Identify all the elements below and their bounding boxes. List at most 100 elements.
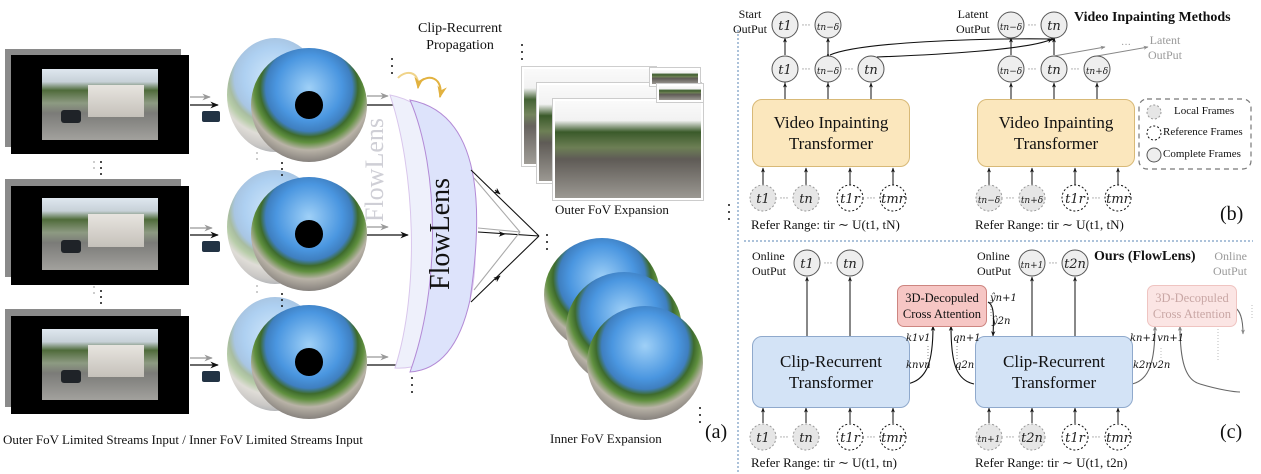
- online-output-line2: OutPut: [752, 264, 787, 278]
- output-node: t1: [771, 11, 799, 39]
- frame-node-label: tn: [1047, 63, 1061, 78]
- frame-node-circle: [1061, 423, 1089, 451]
- ellipsis-latent: ···: [1121, 40, 1131, 51]
- frame-node-circle: [836, 249, 864, 277]
- ellipsis: ···: [780, 193, 789, 203]
- legend-reference-icon: [1146, 125, 1162, 141]
- outer-expansion-image: [553, 99, 703, 200]
- frame-node-label: tn−δ: [1000, 23, 1022, 33]
- frame-node-circle: [997, 55, 1025, 83]
- clip-recurrent-propagation-label: Clip-Recurrent Propagation: [410, 20, 510, 54]
- frame-node-label: t1: [778, 19, 792, 34]
- latent-output-faded-line2: OutPut: [1148, 48, 1183, 62]
- ellipsis: ···: [1049, 258, 1058, 268]
- outer-fov-expansion-caption: Outer FoV Expansion: [555, 202, 669, 217]
- output-node: tn−δ: [814, 11, 842, 39]
- frame-node-label: t1r: [840, 431, 860, 446]
- frame-node-circle: [1040, 55, 1068, 83]
- latent-output-line1: Latent: [957, 7, 989, 21]
- output-node: tn: [836, 249, 864, 277]
- frame-node-label: t2n: [1064, 257, 1086, 272]
- input-node: tmr: [879, 184, 907, 212]
- start-output-label: Start OutPut: [733, 7, 767, 37]
- frame-node-circle: [1104, 423, 1132, 451]
- latent-output-line2: OutPut: [956, 22, 991, 36]
- online-output-line1: Online: [752, 249, 785, 263]
- legend-local-icon: [1146, 104, 1162, 120]
- dca-faded-label-line1: 3D-Decopuled: [1155, 291, 1229, 305]
- input-node: t1: [749, 423, 777, 451]
- frame-node-circle: [836, 184, 864, 212]
- frame-node-circle: [879, 423, 907, 451]
- online-output-label-2: Online OutPut: [977, 249, 1011, 279]
- online-output-line1: Online: [977, 249, 1010, 263]
- inner-fov-expansion-caption: Inner FoV Expansion: [550, 431, 662, 446]
- propagation-arrow: [417, 76, 447, 99]
- online-output-faded-line2: OutPut: [1213, 264, 1248, 278]
- outer-expansion-image-top2: [657, 84, 703, 102]
- frame-node-label: tn−δ: [978, 196, 1000, 206]
- frame-node-circle: [771, 55, 799, 83]
- q-label-q2n: q2n: [955, 360, 975, 371]
- frame-node-label: tn+1: [978, 435, 1001, 445]
- propagation-label-line1: Clip-Recurrent: [418, 21, 502, 36]
- frame-node-label: t1r: [1065, 431, 1085, 446]
- fisheye-input-image: [251, 177, 367, 291]
- mid-node: tn−δ: [997, 55, 1025, 83]
- ours-flowlens-title: Ours (FlowLens): [1094, 249, 1196, 264]
- output-node: tn+1: [1018, 249, 1046, 277]
- refer-range-b1: Refer Range: tir ∼ U(t1, tN): [751, 217, 900, 232]
- frame-node-label: tn: [843, 257, 857, 272]
- frame-node-circle: [975, 184, 1003, 212]
- frame-node-label: tn: [864, 63, 878, 78]
- ellipsis: ···: [1028, 20, 1037, 30]
- frame-node-label: tmr: [881, 431, 906, 446]
- frame-node-label: tn+δ: [1021, 196, 1043, 206]
- inner-expansion-image: [587, 306, 703, 420]
- input-node: tmr: [1104, 423, 1132, 451]
- mid-node: t1: [771, 55, 799, 83]
- frame-node-circle: [997, 11, 1025, 39]
- kv-label-k2nv2n: k2nv2n: [1133, 360, 1171, 371]
- ellipsis: ···: [845, 64, 854, 74]
- street-frame-image: [42, 329, 158, 400]
- frame-node-label: tn+1: [1021, 261, 1044, 271]
- output-node: t2n: [1061, 249, 1089, 277]
- input-node: tn: [792, 423, 820, 451]
- input-arrows: [190, 92, 409, 369]
- ellipsis: ···: [867, 193, 876, 203]
- output-arrows: [470, 169, 540, 303]
- frame-node-label: tn: [1047, 19, 1061, 34]
- refer-range-c1: Refer Range: tir ∼ U(t1, tn): [751, 455, 897, 470]
- legend-local-frames: Local Frames: [1174, 105, 1235, 117]
- panel-a-label: (a): [705, 421, 728, 443]
- input-node: t2n: [1018, 423, 1046, 451]
- mid-node: tn−δ: [814, 55, 842, 83]
- video-inpainting-methods-title: Video Inpainting Methods: [1074, 10, 1231, 25]
- latent-output-faded-label: Latent OutPut: [1148, 33, 1182, 63]
- frame-node-label: t1: [800, 257, 814, 272]
- vit-label-line1: Video Inpainting: [998, 113, 1114, 132]
- frame-node-label: tn−δ: [1000, 67, 1022, 77]
- panel-b-label: (b): [1220, 203, 1244, 225]
- frame-node-circle: [1083, 55, 1111, 83]
- panel-b-graph: [761, 36, 1252, 185]
- frame-node-label: t1r: [840, 192, 860, 207]
- frame-node-circle: [814, 11, 842, 39]
- y-label-yn1: ŷn+1: [990, 293, 1017, 304]
- flowlens-label: FlowLens: [425, 178, 456, 290]
- frame-node-circle: [749, 423, 777, 451]
- output-node: tn−δ: [997, 11, 1025, 39]
- input-node: t1r: [1061, 184, 1089, 212]
- input-node: tmr: [879, 423, 907, 451]
- ellipsis: ···: [1006, 193, 1015, 203]
- panel-c-graph: [761, 276, 1253, 423]
- frame-node-label: tn: [799, 192, 813, 207]
- frame-node-circle: [1104, 184, 1132, 212]
- frame-node-label: tn: [799, 431, 813, 446]
- frame-node-circle: [1040, 11, 1068, 39]
